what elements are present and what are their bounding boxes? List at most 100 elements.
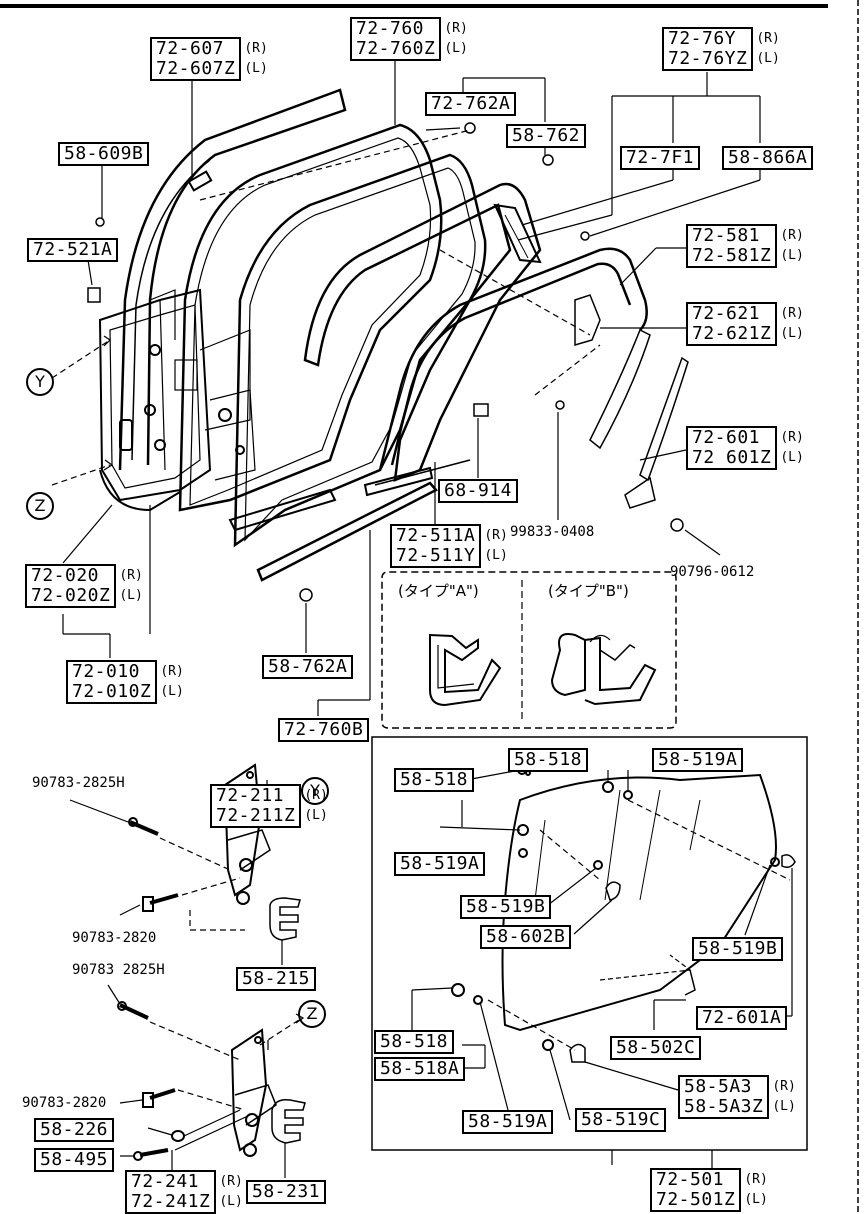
glass-run-channel bbox=[374, 247, 648, 486]
label-58-502C: 58-502C bbox=[610, 1036, 702, 1060]
part-number: 72-76YZ bbox=[668, 48, 748, 69]
side-right: (R) bbox=[744, 1172, 768, 1187]
label-72-581: 72-581 72-581Z (R) (L) bbox=[686, 224, 804, 268]
part-number: 72 601Z bbox=[692, 447, 772, 468]
part-number: 72-020Z bbox=[31, 585, 111, 606]
callout-z-icon: Z bbox=[26, 492, 54, 520]
part-number: 72-020 bbox=[31, 565, 100, 586]
hinge-upper bbox=[69, 763, 304, 965]
clip-68-914 bbox=[473, 403, 489, 417]
label-90783-2820-lower: 90783-2820 bbox=[22, 1095, 107, 1111]
side-left: (L) bbox=[780, 450, 804, 465]
label-58-495: 58-495 bbox=[34, 1148, 115, 1172]
type-detail-box bbox=[381, 571, 677, 729]
label-58-609B: 58-609B bbox=[58, 142, 150, 166]
part-number: 72-621Z bbox=[692, 323, 772, 344]
label-58-5A3: 58-5A3 58-5A3Z (R)(L) bbox=[678, 1075, 796, 1119]
side-right: (R) bbox=[244, 41, 268, 56]
label-72-621: 72-621 72-621Z (R)(L) bbox=[686, 302, 804, 346]
side-left: (L) bbox=[244, 61, 268, 76]
part-number: 72-511Y bbox=[396, 545, 476, 566]
label-90783-2825H-lower: 90783 2825H bbox=[72, 962, 165, 978]
label-58-518-2: 58-518 bbox=[394, 768, 475, 792]
label-58-519A-3: 58-519A bbox=[462, 1110, 554, 1134]
side-right: (R) bbox=[119, 568, 143, 583]
part-number: 72-010Z bbox=[72, 681, 152, 702]
part-number: 72-607Z bbox=[156, 58, 236, 79]
part-number: 58-5A3 bbox=[684, 1076, 753, 1097]
label-72-601: 72-601 72 601Z (R) (L) bbox=[686, 426, 804, 470]
part-number: 72-241Z bbox=[131, 1191, 211, 1212]
label-58-866A: 58-866A bbox=[722, 146, 814, 170]
part-number: 72-607 bbox=[156, 38, 225, 59]
label-72-760B: 72-760B bbox=[278, 718, 370, 742]
label-72-511: 72-511A 72-511Y (R)(L) bbox=[390, 524, 508, 568]
part-number: 72-211 bbox=[216, 785, 285, 806]
side-right: (R) bbox=[160, 664, 184, 679]
weatherstrip-72-76Y bbox=[233, 153, 487, 548]
side-right: (R) bbox=[444, 21, 468, 36]
rear-channel bbox=[589, 328, 689, 509]
part-number: 72-010 bbox=[72, 661, 141, 682]
side-right: (R) bbox=[772, 1079, 796, 1094]
part-number: 72-760Z bbox=[356, 38, 436, 59]
label-58-226: 58-226 bbox=[34, 1118, 115, 1142]
label-58-519A-2: 58-519A bbox=[394, 852, 486, 876]
label-68-914: 68-914 bbox=[438, 479, 519, 503]
label-58-231: 58-231 bbox=[246, 1180, 327, 1204]
side-left: (L) bbox=[304, 808, 328, 823]
side-left: (L) bbox=[119, 588, 143, 603]
label-72-521A: 72-521A bbox=[27, 238, 119, 262]
label-72-010: 72-010 72-010Z (R)(L) bbox=[66, 660, 184, 704]
side-left: (L) bbox=[219, 1194, 243, 1209]
part-number: 72-241 bbox=[131, 1171, 200, 1192]
side-left: (L) bbox=[780, 248, 804, 263]
weatherstrip-72-760 bbox=[178, 123, 443, 512]
part-number: 72-581 bbox=[692, 225, 761, 246]
part-number: 72-211Z bbox=[216, 805, 296, 826]
label-90796-0612: 90796-0612 bbox=[670, 564, 755, 580]
label-58-519B-2: 58-519B bbox=[692, 937, 784, 961]
corner-piece bbox=[574, 294, 601, 347]
label-72-020: 72-020 72-020Z (R) (L) bbox=[25, 564, 143, 608]
label-72-76Y: 72-76Y 72-76YZ (R)(L) bbox=[662, 27, 780, 71]
label-58-602B: 58-602B bbox=[480, 925, 572, 949]
label-72-7F1: 72-7F1 bbox=[620, 146, 701, 170]
label-72-501: 72-501 72-501Z (R)(L) bbox=[650, 1168, 768, 1212]
glass-assembly bbox=[371, 736, 808, 1168]
window-strip bbox=[493, 203, 542, 264]
part-number: 72-76Y bbox=[668, 28, 737, 49]
label-58-519B: 58-519B bbox=[460, 895, 552, 919]
side-left: (L) bbox=[780, 326, 804, 341]
part-number: 72-501Z bbox=[656, 1189, 736, 1210]
label-58-519C: 58-519C bbox=[575, 1108, 667, 1132]
label-58-518A: 58-518A bbox=[374, 1057, 466, 1081]
label-58-518-3: 58-518 bbox=[374, 1030, 455, 1054]
label-58-762: 58-762 bbox=[506, 124, 587, 148]
label-90783-2820: 90783-2820 bbox=[72, 930, 157, 946]
side-left: (L) bbox=[444, 41, 468, 56]
label-58-215: 58-215 bbox=[236, 967, 317, 991]
side-right: (R) bbox=[780, 228, 804, 243]
label-72-601A: 72-601A bbox=[696, 1006, 788, 1030]
label-72-607: 72-607 72-607Z (R) (L) bbox=[150, 37, 268, 81]
label-72-241: 72-241 72-241Z (R) (L) bbox=[125, 1170, 243, 1214]
side-right: (R) bbox=[484, 528, 508, 543]
part-number: 72-601 bbox=[692, 427, 761, 448]
label-58-518: 58-518 bbox=[508, 748, 589, 772]
callout-y-icon: Y bbox=[301, 777, 329, 805]
label-72-762A: 72-762A bbox=[425, 92, 517, 116]
callout-z-icon: Z bbox=[298, 1000, 326, 1028]
part-number: 72-621 bbox=[692, 303, 761, 324]
label-72-211: 72-211 72-211Z (R)(L) bbox=[210, 784, 328, 828]
part-number: 72-581Z bbox=[692, 245, 772, 266]
side-right: (R) bbox=[780, 430, 804, 445]
side-right: (R) bbox=[219, 1174, 243, 1189]
label-58-519A: 58-519A bbox=[652, 748, 744, 772]
belt-molding-72-511 bbox=[228, 466, 438, 582]
part-number: 72-760 bbox=[356, 18, 425, 39]
side-left: (L) bbox=[744, 1192, 768, 1207]
label-90783-2825H: 90783-2825H bbox=[32, 775, 125, 791]
weatherstrip-72-581 bbox=[303, 182, 542, 482]
